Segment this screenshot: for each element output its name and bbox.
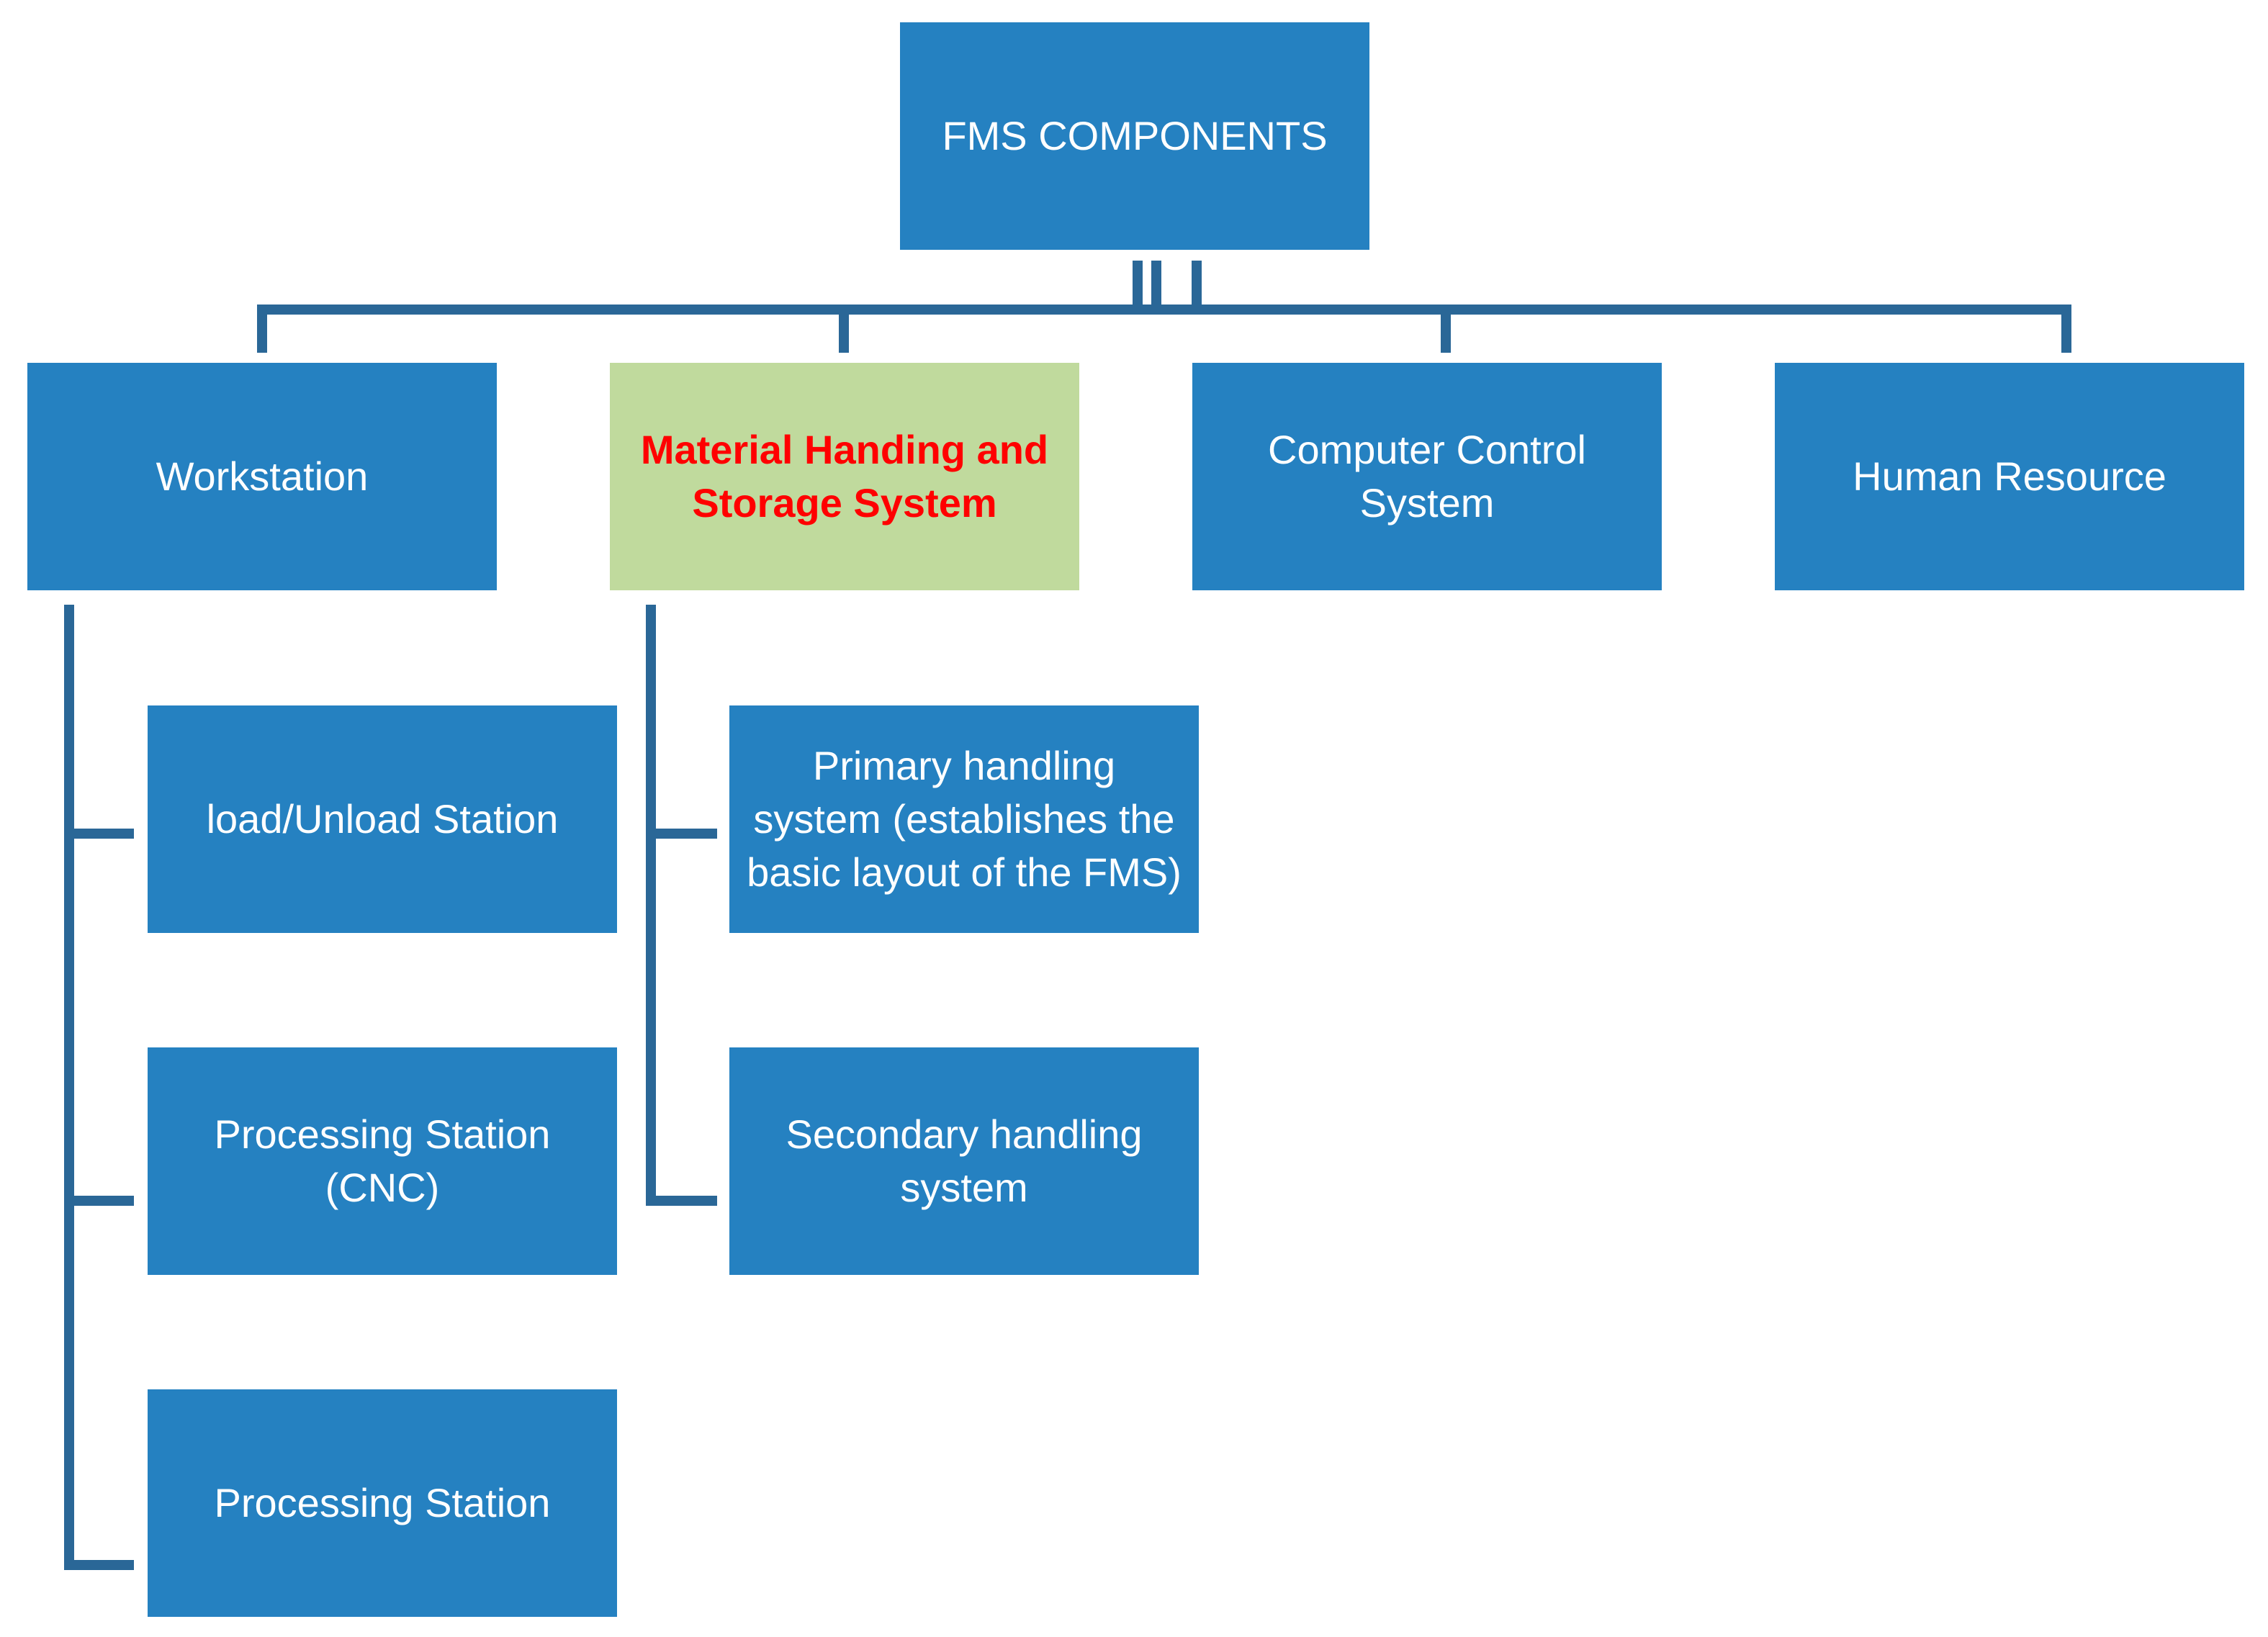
root-node: FMS COMPONENTS bbox=[900, 22, 1369, 250]
category-workstation-label: Workstation bbox=[156, 454, 369, 499]
category-human-resource-label: Human Resource bbox=[1853, 454, 2166, 499]
child-load-unload-station: load/Unload Station bbox=[148, 705, 617, 933]
category-computer-control-label: Computer Control System bbox=[1268, 427, 1586, 526]
category-workstation: Workstation bbox=[27, 363, 497, 590]
child-processing-station-label: Processing Station bbox=[214, 1480, 551, 1525]
child-load-unload-station-label: load/Unload Station bbox=[206, 796, 559, 842]
root-node-label: FMS COMPONENTS bbox=[942, 113, 1328, 158]
child-processing-station-cnc-label: Processing Station (CNC) bbox=[214, 1111, 551, 1210]
category-computer-control: Computer Control System bbox=[1192, 363, 1662, 590]
child-processing-station: Processing Station bbox=[148, 1389, 617, 1617]
child-primary-handling-system: Primary handling system (establishes the… bbox=[729, 705, 1199, 933]
child-primary-handling-system-label: Primary handling system (establishes the… bbox=[747, 743, 1182, 895]
child-processing-station-cnc: Processing Station (CNC) bbox=[148, 1047, 617, 1275]
category-material-handling: Material Handing and Storage System bbox=[610, 363, 1079, 590]
child-secondary-handling-system-label: Secondary handling system bbox=[786, 1111, 1143, 1210]
category-material-handling-label: Material Handing and Storage System bbox=[640, 427, 1049, 526]
category-human-resource: Human Resource bbox=[1775, 363, 2244, 590]
child-secondary-handling-system: Secondary handling system bbox=[729, 1047, 1199, 1275]
